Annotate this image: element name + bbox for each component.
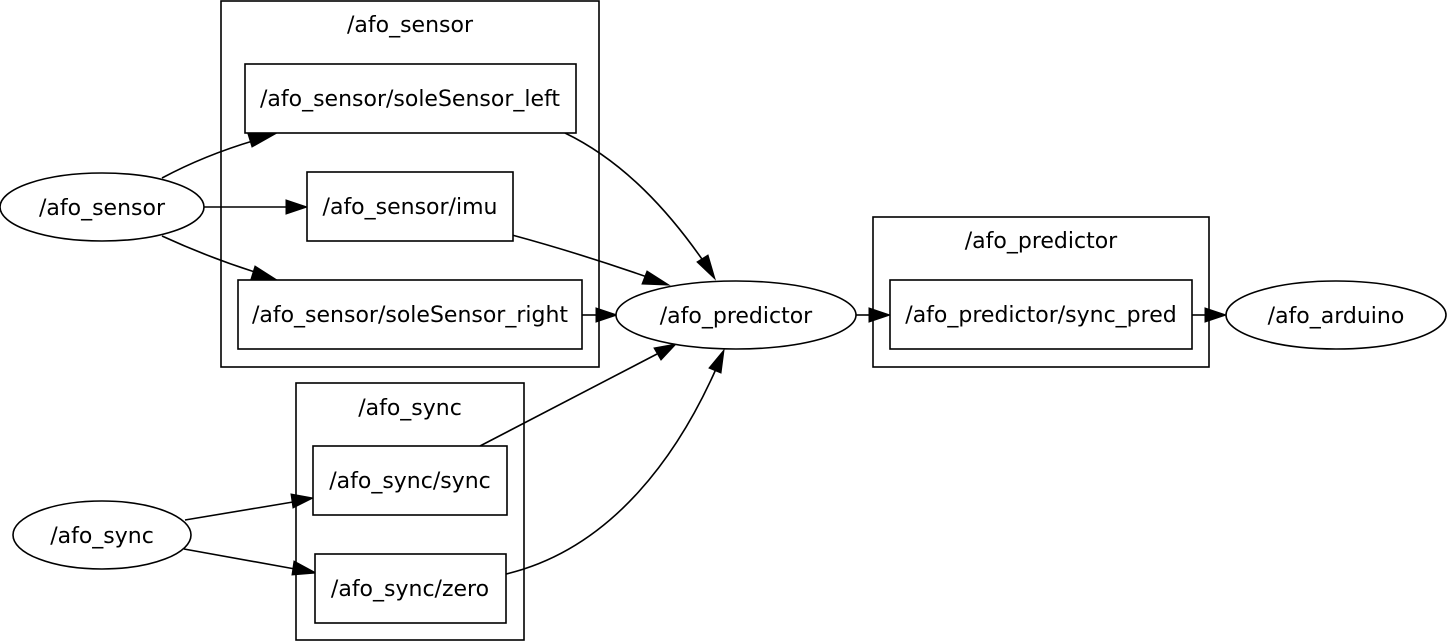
- edge-afo-sensor-to-sole-right: [161, 235, 259, 274]
- node-afo-arduino[interactable]: /afo_arduino: [1225, 280, 1447, 350]
- node-afo-predictor-label: /afo_predictor: [660, 304, 813, 329]
- node-afo-sensor-label: /afo_sensor: [39, 196, 166, 221]
- topic-imu-label: /afo_sensor/imu: [323, 195, 498, 220]
- cluster-afo-predictor-label: /afo_predictor: [965, 229, 1118, 254]
- edge-sole-left-to-afo-predictor: [564, 132, 705, 263]
- topic-imu[interactable]: /afo_sensor/imu: [306, 171, 514, 242]
- cluster-afo-sync: /afo_sync: [295, 382, 525, 641]
- topic-sync[interactable]: /afo_sync/sync: [312, 445, 508, 516]
- edge-afo-sensor-to-sole-left: [161, 139, 257, 179]
- topic-sole-sensor-right[interactable]: /afo_sensor/soleSensor_right: [237, 279, 583, 350]
- topic-sync-pred-label: /afo_predictor/sync_pred: [905, 303, 1176, 328]
- topic-sole-sensor-left-label: /afo_sensor/soleSensor_left: [260, 87, 560, 112]
- arrowhead: [291, 560, 318, 576]
- arrowhead: [708, 348, 725, 374]
- arrowhead: [250, 265, 279, 281]
- topic-sole-sensor-left[interactable]: /afo_sensor/soleSensor_left: [244, 63, 577, 134]
- node-afo-sync[interactable]: /afo_sync: [12, 500, 192, 570]
- arrowhead: [641, 270, 671, 286]
- edge-afo-sync-to-zero: [183, 548, 296, 570]
- arrowhead: [290, 493, 315, 509]
- node-afo-predictor[interactable]: /afo_predictor: [615, 280, 857, 350]
- cluster-afo-sensor-label: /afo_sensor: [347, 13, 474, 38]
- topic-sole-sensor-right-label: /afo_sensor/soleSensor_right: [252, 303, 568, 328]
- topic-zero-label: /afo_sync/zero: [331, 577, 489, 602]
- edge-afo-sync-to-sync: [184, 501, 294, 521]
- cluster-afo-sync-label: /afo_sync: [358, 396, 462, 421]
- cluster-afo-sensor: /afo_sensor: [220, 0, 600, 368]
- topic-zero[interactable]: /afo_sync/zero: [314, 553, 507, 624]
- node-afo-arduino-label: /afo_arduino: [1268, 304, 1405, 329]
- arrowhead: [285, 199, 309, 215]
- topic-sync-pred[interactable]: /afo_predictor/sync_pred: [889, 279, 1193, 350]
- cluster-afo-predictor: /afo_predictor: [872, 216, 1210, 368]
- arrowhead: [247, 132, 278, 148]
- topic-sync-label: /afo_sync/sync: [329, 469, 491, 494]
- arrowhead: [653, 343, 678, 361]
- arrowhead: [1204, 307, 1228, 323]
- edge-sync-to-afo-predictor: [479, 353, 658, 447]
- arrowhead: [696, 254, 716, 281]
- edges: [161, 132, 1228, 576]
- node-afo-sensor[interactable]: /afo_sensor: [0, 172, 205, 242]
- edge-zero-to-afo-predictor: [505, 368, 717, 575]
- arrowhead: [595, 307, 619, 323]
- arrowhead: [868, 307, 892, 323]
- node-afo-sync-label: /afo_sync: [50, 524, 154, 549]
- edge-imu-to-afo-predictor: [511, 234, 651, 279]
